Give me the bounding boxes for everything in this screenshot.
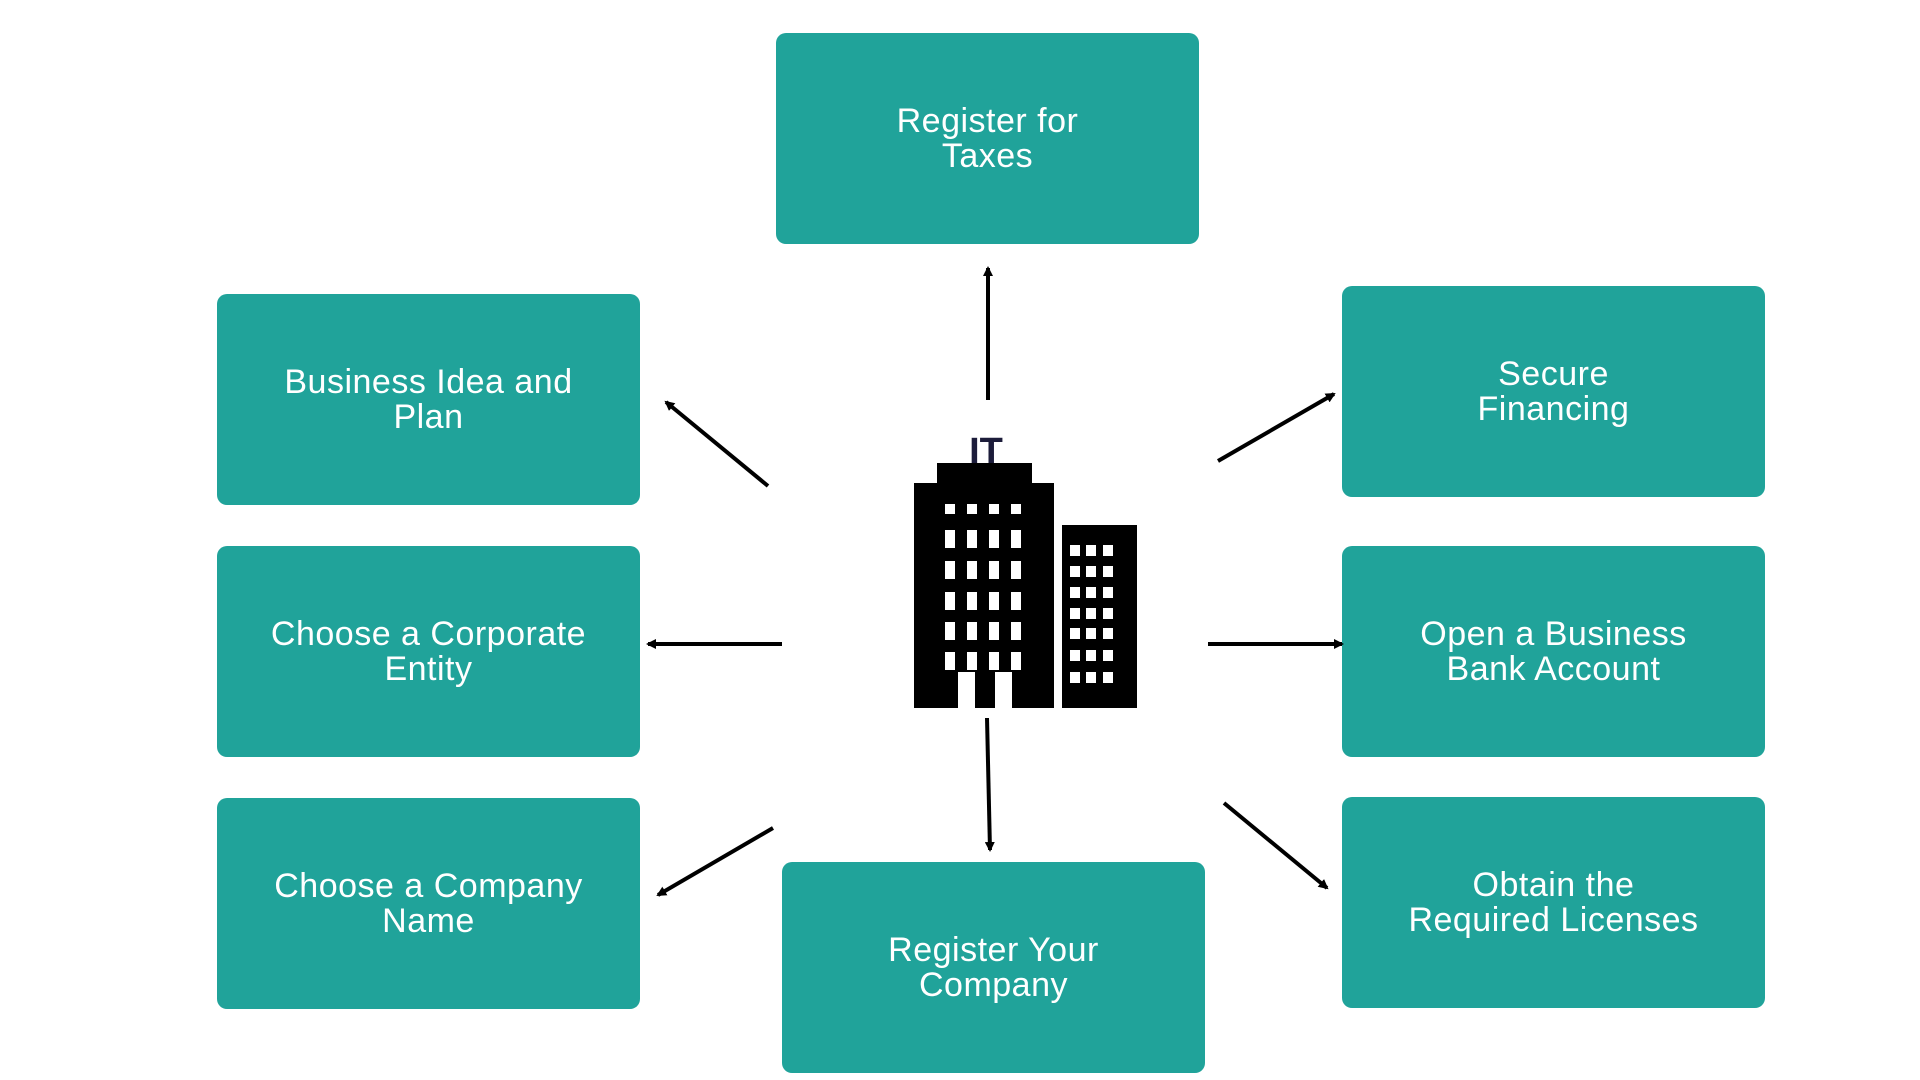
step-label-line: Bank Account [1446, 649, 1661, 688]
step-label-line: Obtain the [1472, 865, 1635, 904]
step-label-line: Register for [896, 101, 1079, 140]
step-label-line: Secure [1498, 354, 1609, 393]
step-label-line: Entity [384, 649, 473, 688]
building-window [1070, 545, 1080, 556]
arrow-to-required-licenses [1222, 801, 1329, 890]
step-label-line: Choose a Corporate [270, 614, 587, 653]
connector-arrows [646, 266, 1344, 897]
building-window [989, 530, 999, 548]
building-window [989, 561, 999, 579]
building-window [989, 592, 999, 610]
step-label-line: Register Your [888, 930, 1099, 969]
building-window [1070, 566, 1080, 577]
building-window [1070, 608, 1080, 619]
building-window [945, 561, 955, 579]
step-label-line: Plan [393, 397, 464, 436]
building-window [1070, 672, 1080, 683]
building-window [989, 504, 999, 514]
building-window [1011, 504, 1021, 514]
building-window [967, 622, 977, 640]
step-label-line: Choose a Company [274, 866, 583, 905]
building-window [1103, 545, 1113, 556]
building-window [1086, 628, 1096, 639]
building-window [1011, 530, 1021, 548]
arrow-to-register-company [984, 717, 995, 852]
building-window [945, 592, 955, 610]
step-label-line: Company [918, 965, 1068, 1004]
step-label-line: Financing [1477, 389, 1630, 428]
building-window [967, 530, 977, 548]
building-window [1086, 545, 1096, 556]
building-window [1086, 608, 1096, 619]
building-window [1011, 652, 1021, 670]
building-window [967, 592, 977, 610]
arrow-to-secure-financing [1216, 392, 1336, 463]
building-window [1103, 672, 1113, 683]
arrow-to-company-name [656, 826, 775, 897]
arrow-to-business-idea [664, 400, 770, 488]
building-window [967, 504, 977, 514]
step-label-line: Taxes [941, 136, 1034, 175]
building-window [945, 622, 955, 640]
building-window [1070, 587, 1080, 598]
building-window [1103, 566, 1113, 577]
step-label-line: Business Idea and [284, 362, 573, 401]
building-window [1103, 587, 1113, 598]
step-label-line: Open a Business [1420, 614, 1687, 653]
building-window [1103, 650, 1113, 661]
building-window [945, 530, 955, 548]
building-window [1011, 622, 1021, 640]
step-label-line: Name [382, 901, 475, 940]
building-window [1086, 587, 1096, 598]
building-window [967, 561, 977, 579]
building-window [1086, 566, 1096, 577]
building-window [989, 622, 999, 640]
building-window [1086, 672, 1096, 683]
building-window [945, 504, 955, 514]
building-window [989, 652, 999, 670]
building-window [967, 652, 977, 670]
building-window [1103, 628, 1113, 639]
building-window [1086, 650, 1096, 661]
building-window [1011, 592, 1021, 610]
step-label-line: Required Licenses [1408, 900, 1699, 939]
building-window [1070, 650, 1080, 661]
building-window [945, 652, 955, 670]
building-window [1011, 561, 1021, 579]
building-window [1103, 608, 1113, 619]
building-window [1070, 628, 1080, 639]
office-building-icon: IT [914, 431, 1137, 708]
